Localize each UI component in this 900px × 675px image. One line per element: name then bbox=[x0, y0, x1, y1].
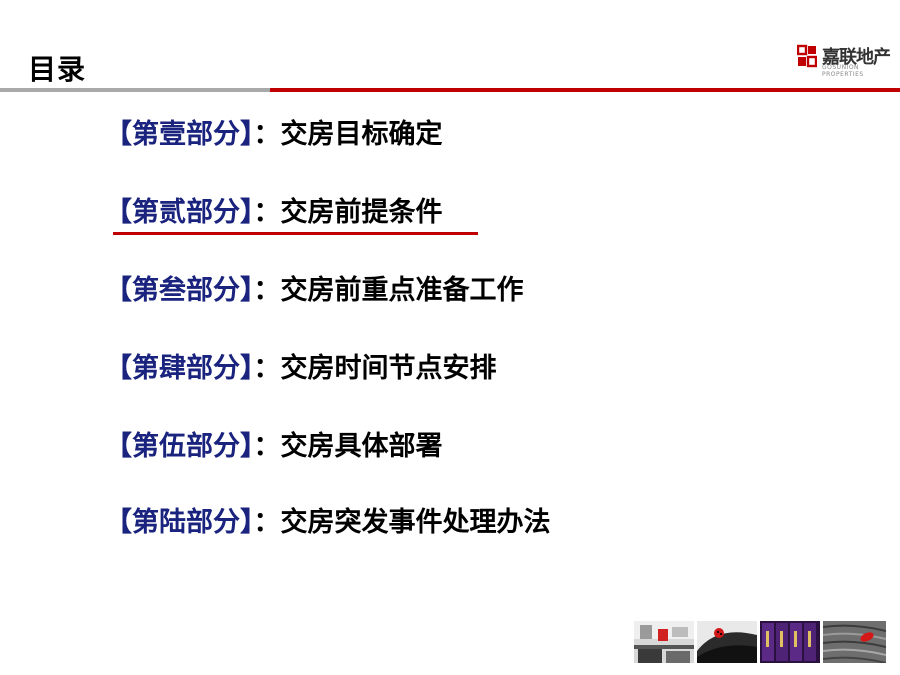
toc-item-1[interactable]: 【第壹部分】：交房目标确定 bbox=[105, 112, 443, 152]
toc-topic: 交房前提条件 bbox=[280, 197, 443, 228]
toc-part-label: 【第陆部分】 bbox=[105, 507, 254, 538]
toc-topic: 交房时间节点安排 bbox=[280, 353, 497, 384]
page-title: 目录 bbox=[28, 53, 87, 86]
toc-item-2[interactable]: 【第贰部分】：交房前提条件 bbox=[105, 190, 478, 235]
purple-books-photo bbox=[760, 621, 820, 663]
toc-item-5[interactable]: 【第伍部分】：交房具体部署 bbox=[105, 424, 443, 464]
header-rule-gray bbox=[0, 88, 270, 92]
toc-separator: ： bbox=[253, 197, 281, 228]
toc-topic: 交房突发事件处理办法 bbox=[280, 507, 551, 538]
office-desk-photo bbox=[634, 621, 694, 663]
toc-separator: ： bbox=[253, 353, 281, 384]
wood-grain-red-leaf-photo bbox=[823, 621, 886, 663]
toc-item-4[interactable]: 【第肆部分】：交房时间节点安排 bbox=[105, 346, 497, 386]
logo-mark-icon bbox=[797, 44, 817, 68]
toc-topic: 交房目标确定 bbox=[280, 119, 443, 150]
toc-item-3[interactable]: 【第叁部分】：交房前重点准备工作 bbox=[105, 268, 524, 308]
logo-name-en: GOSUNION PROPERTIES bbox=[822, 64, 864, 78]
footer-thumbnail-strip bbox=[634, 621, 886, 663]
company-logo: 嘉联地产 GOSUNION PROPERTIES bbox=[797, 44, 897, 78]
toc-part-label: 【第叁部分】 bbox=[105, 275, 254, 306]
toc-topic: 交房具体部署 bbox=[280, 431, 443, 462]
logo-name-cn: 嘉联地产 bbox=[822, 47, 891, 68]
toc-part-label: 【第伍部分】 bbox=[105, 431, 254, 462]
toc-separator: ： bbox=[253, 507, 281, 538]
toc-item-6[interactable]: 【第陆部分】：交房突发事件处理办法 bbox=[105, 500, 551, 540]
red-ladybug-photo bbox=[697, 621, 757, 663]
toc-separator: ： bbox=[253, 119, 281, 150]
toc-separator: ： bbox=[253, 275, 281, 306]
toc-topic: 交房前重点准备工作 bbox=[280, 275, 524, 306]
header-rule-red bbox=[270, 88, 900, 92]
toc-highlight-underline bbox=[113, 232, 478, 235]
toc-part-label: 【第肆部分】 bbox=[105, 353, 254, 384]
toc-part-label: 【第壹部分】 bbox=[105, 119, 254, 150]
toc-part-label: 【第贰部分】 bbox=[105, 197, 254, 228]
toc-separator: ： bbox=[253, 431, 281, 462]
